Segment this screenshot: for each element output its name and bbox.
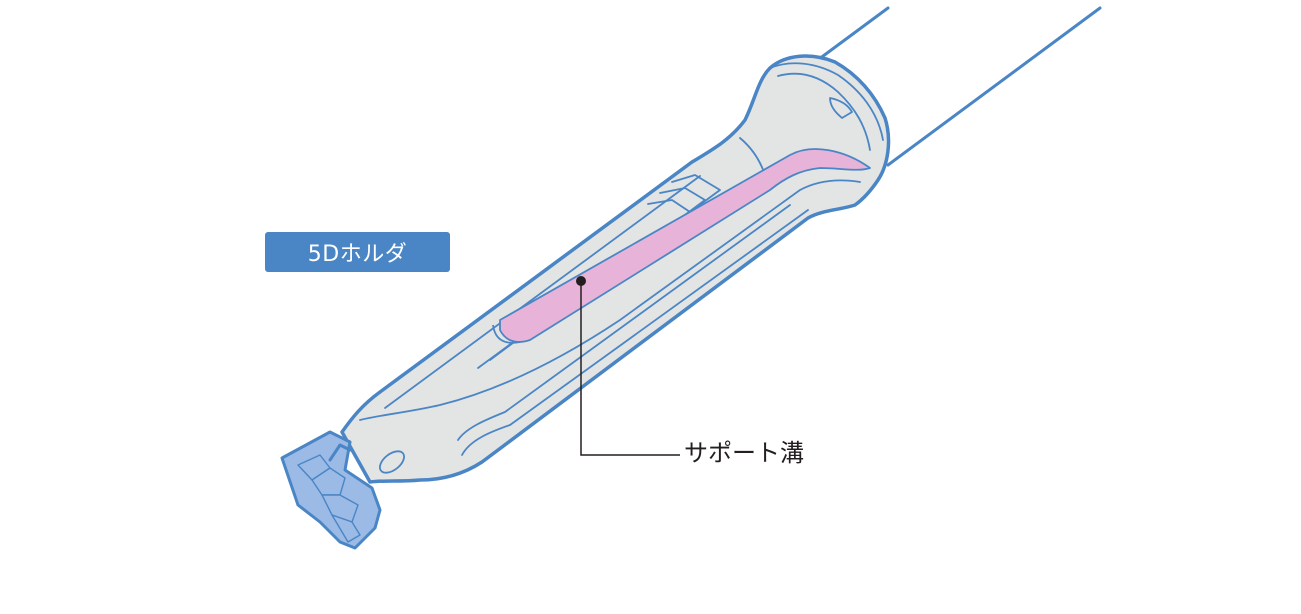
shank bbox=[813, 6, 1102, 167]
holder-collar-notch bbox=[829, 97, 853, 119]
holder-collar-inner bbox=[777, 72, 871, 151]
support-groove-label: サポート溝 bbox=[684, 439, 804, 467]
insert-facet-2 bbox=[311, 467, 346, 496]
shank-line-upper bbox=[813, 6, 890, 64]
callout-leader-line bbox=[580, 281, 680, 456]
flute-lower-contour bbox=[359, 179, 861, 421]
flute-bottom-contour bbox=[461, 209, 809, 456]
insert-tip bbox=[280, 430, 382, 550]
coolant-hole bbox=[379, 450, 405, 474]
holder-type-label: 5Dホルダ bbox=[307, 242, 408, 267]
flute-line-upper bbox=[384, 175, 701, 409]
shank-line-lower bbox=[886, 6, 1102, 167]
support-groove-callout bbox=[576, 276, 680, 456]
insert-cutting-edge bbox=[328, 443, 352, 462]
holder-type-badge: 5Dホルダ bbox=[265, 232, 450, 272]
holder-collar bbox=[769, 62, 884, 141]
flute-bottom-contour-2 bbox=[457, 204, 791, 441]
support-groove-edge bbox=[492, 324, 521, 344]
insert-facet-4 bbox=[331, 514, 361, 543]
insert-facet-3 bbox=[321, 494, 359, 523]
